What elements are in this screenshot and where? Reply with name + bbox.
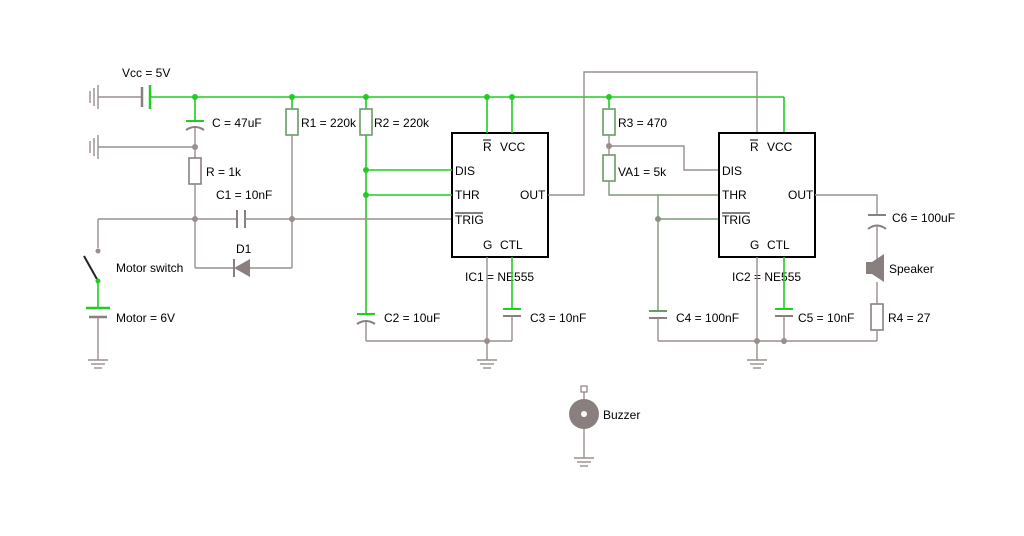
ic2-pin-ctl: CTL: [767, 238, 790, 252]
ic2-pin-thr: THR: [722, 188, 747, 202]
vcc-label: Vcc = 5V: [122, 66, 170, 80]
c1-label: C1 = 10nF: [216, 188, 272, 202]
ic2-pin-dis: DIS: [722, 164, 742, 178]
capacitor-c[interactable]: [185, 97, 205, 131]
ground-symbol: [747, 359, 767, 369]
buzzer-icon[interactable]: [569, 399, 599, 429]
ic2-pin-trig: TRIG: [722, 213, 751, 227]
thr-wire: [608, 181, 719, 196]
ic1-pin-r: R: [483, 140, 492, 154]
ic2-chip[interactable]: [718, 132, 816, 258]
resistor-r1[interactable]: [285, 108, 299, 136]
c-label: C = 47uF: [212, 116, 262, 130]
ic1-pin-trig: TRIG: [455, 213, 484, 227]
c3-label: C3 = 10nF: [530, 311, 586, 325]
ic1-pin-dis: DIS: [455, 164, 475, 178]
ground-symbol: [88, 359, 108, 369]
ic2-pin-vcc: VCC: [767, 140, 793, 154]
junction: [192, 144, 198, 150]
ic1-pin-out: OUT: [520, 188, 546, 202]
dis-wire: [609, 145, 719, 171]
motor-switch[interactable]: [83, 255, 99, 282]
va1-label: VA1 = 5k: [618, 165, 667, 179]
ground-symbol: [89, 135, 99, 159]
c2-label: C2 = 10uF: [384, 311, 440, 325]
ic1-pin-g: G: [483, 238, 492, 252]
ic1-chip[interactable]: [451, 132, 549, 258]
r-label: R = 1k: [206, 165, 242, 179]
ic2-out-wire: [815, 194, 878, 214]
capacitor-c6[interactable]: [867, 214, 887, 230]
switch-contact: [95, 248, 101, 254]
r2-label: R2 = 220k: [374, 116, 430, 130]
ic2-pin-r: R: [750, 140, 759, 154]
capacitor-c4[interactable]: [649, 310, 667, 319]
ic1-out-to-ic2-reset-wire: [548, 71, 758, 196]
buzzer-terminal: [580, 385, 588, 393]
capacitor-c1[interactable]: [236, 210, 246, 228]
ic2-pin-out: OUT: [788, 188, 814, 202]
diode-d1[interactable]: [233, 259, 250, 277]
junction: [781, 338, 787, 344]
ic1-pin-thr: THR: [455, 188, 480, 202]
ic1-name: IC1 = NE555: [465, 270, 534, 284]
ic2-pin-g: G: [750, 238, 759, 252]
motor-label: Motor = 6V: [116, 311, 175, 325]
c4-label: C4 = 100nF: [676, 311, 739, 325]
ic2-name: IC2 = NE555: [732, 270, 801, 284]
ic1-pin-vcc: VCC: [500, 140, 526, 154]
speaker-label: Speaker: [889, 262, 934, 276]
d1-label: D1: [236, 242, 252, 256]
junction: [484, 338, 490, 344]
resistor-va1[interactable]: [602, 154, 616, 182]
c6-label: C6 = 100uF: [892, 211, 955, 225]
resistor-r4[interactable]: [870, 303, 884, 331]
motor-battery[interactable]: [86, 306, 110, 319]
buzzer-label: Buzzer: [603, 408, 640, 422]
junction: [754, 338, 760, 344]
speaker-icon[interactable]: [866, 254, 884, 282]
resistor-r3[interactable]: [602, 108, 616, 136]
vcc-supply[interactable]: [89, 85, 152, 109]
motor-switch-label: Motor switch: [116, 261, 183, 275]
c5-label: C5 = 10nF: [798, 311, 854, 325]
ground-symbol: [477, 359, 497, 369]
r4-label: R4 = 27: [888, 311, 931, 325]
ground-symbol: [574, 457, 594, 467]
capacitor-c2[interactable]: [356, 313, 376, 325]
resistor-r[interactable]: [188, 157, 202, 185]
r3-label: R3 = 470: [618, 116, 667, 130]
capacitor-c5[interactable]: [775, 308, 793, 317]
r1-label: R1 = 220k: [301, 116, 357, 130]
capacitor-c3[interactable]: [503, 308, 521, 317]
resistor-r2[interactable]: [359, 108, 373, 136]
ic1-pin-ctl: CTL: [500, 238, 523, 252]
